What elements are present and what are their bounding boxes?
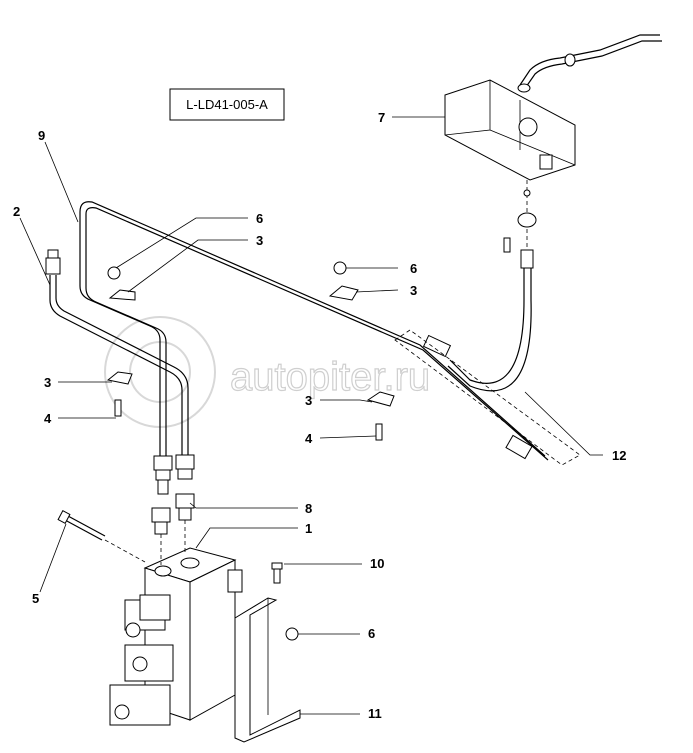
watermark-text: autopiter.ru: [230, 355, 430, 399]
callouts: 9 2 6 3 6 3 3 4 3 4 7 12 8: [13, 110, 626, 721]
callout-7: 7: [378, 110, 385, 125]
watermark: autopiter.ru: [104, 316, 431, 428]
bolt-10: [271, 562, 283, 584]
callout-6-right: 6: [410, 261, 417, 276]
hose-12: [394, 249, 581, 466]
callout-3-left: 3: [44, 375, 51, 390]
fittings-8: [151, 493, 195, 565]
callout-4-middle: 4: [305, 431, 313, 446]
callout-9: 9: [38, 128, 45, 143]
callout-3-upper: 3: [256, 233, 263, 248]
pipe-2: [45, 249, 195, 480]
callout-3-right: 3: [410, 283, 417, 298]
callout-4-left: 4: [44, 411, 52, 426]
clamps-and-nuts: [106, 261, 395, 441]
callout-12: 12: [612, 448, 626, 463]
callout-8: 8: [305, 501, 312, 516]
drawing-code: L-LD41-005-A: [186, 97, 268, 112]
bolt-5: [57, 510, 146, 563]
callout-11: 11: [368, 706, 382, 721]
callout-6-lower: 6: [368, 626, 375, 641]
callout-6-upper: 6: [256, 211, 263, 226]
pipe-9: [79, 201, 549, 495]
valve-block-1: [109, 547, 243, 726]
bracket-11: [234, 597, 301, 743]
drawing-code-box: L-LD41-005-A: [169, 88, 285, 121]
callout-1: 1: [305, 521, 312, 536]
callout-3-middle: 3: [305, 393, 312, 408]
callout-5: 5: [32, 591, 39, 606]
callout-10: 10: [370, 556, 384, 571]
pump-7: [444, 34, 662, 253]
callout-2: 2: [13, 204, 20, 219]
